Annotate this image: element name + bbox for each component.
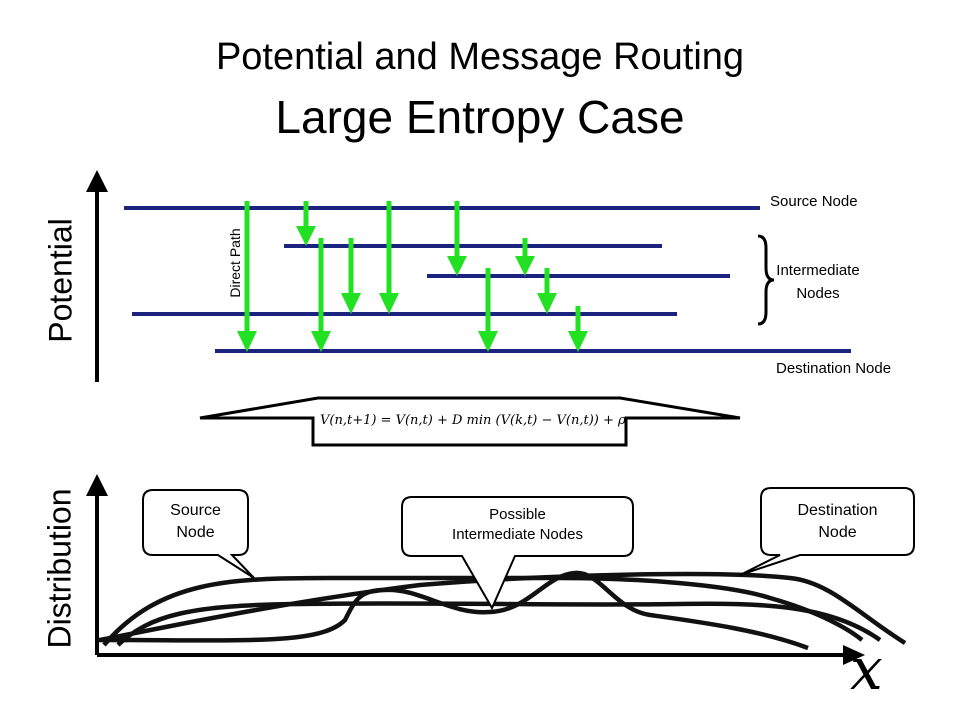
distribution-axes — [86, 474, 865, 665]
potential-axis — [86, 170, 108, 382]
direct-path-label: Direct Path — [227, 228, 243, 298]
intermediate-nodes-label: Intermediate Nodes — [776, 262, 860, 302]
destination-node-label: Destination Node — [776, 360, 892, 377]
routing-arrow — [568, 306, 588, 352]
intermediate-callout-text: Possible Intermediate Nodes — [452, 506, 583, 544]
intermediate-callout-box — [401, 496, 634, 611]
source-callout-box — [142, 489, 255, 579]
routing-arrow — [478, 268, 498, 352]
destination-callout-text: Destination Node — [797, 502, 878, 541]
slide-subtitle: Large Entropy Case — [275, 91, 685, 143]
source-node-label: Source Node — [770, 193, 858, 210]
routing-arrow — [537, 268, 557, 314]
source-callout-text: Source Node — [170, 502, 221, 541]
direct-path-arrow — [237, 201, 257, 352]
routing-arrow — [341, 238, 361, 314]
potential-axis-label: Potential — [42, 218, 79, 343]
formula-arrow-shape — [199, 396, 741, 447]
intermediate-brace — [757, 234, 775, 326]
routing-arrow — [296, 201, 316, 246]
destination-callout-box — [739, 487, 915, 576]
routing-arrow — [515, 238, 535, 276]
x-axis-label: x — [850, 635, 883, 703]
distribution-axis-label: Distribution — [41, 488, 78, 649]
potential-update-formula: V(n,t+1) = V(n,t) + D min (V(k,t) − V(n,… — [320, 413, 626, 428]
callout-shapes — [142, 487, 915, 611]
routing-arrows — [237, 201, 588, 352]
routing-arrow — [379, 201, 399, 314]
slide-title: Potential and Message Routing — [215, 36, 745, 78]
curve-wiggle — [97, 570, 809, 651]
routing-arrow — [311, 238, 331, 352]
curve-destination — [99, 571, 907, 645]
distribution-curves — [97, 570, 907, 651]
routing-arrow — [447, 201, 467, 276]
curve-intermediate — [116, 601, 882, 647]
